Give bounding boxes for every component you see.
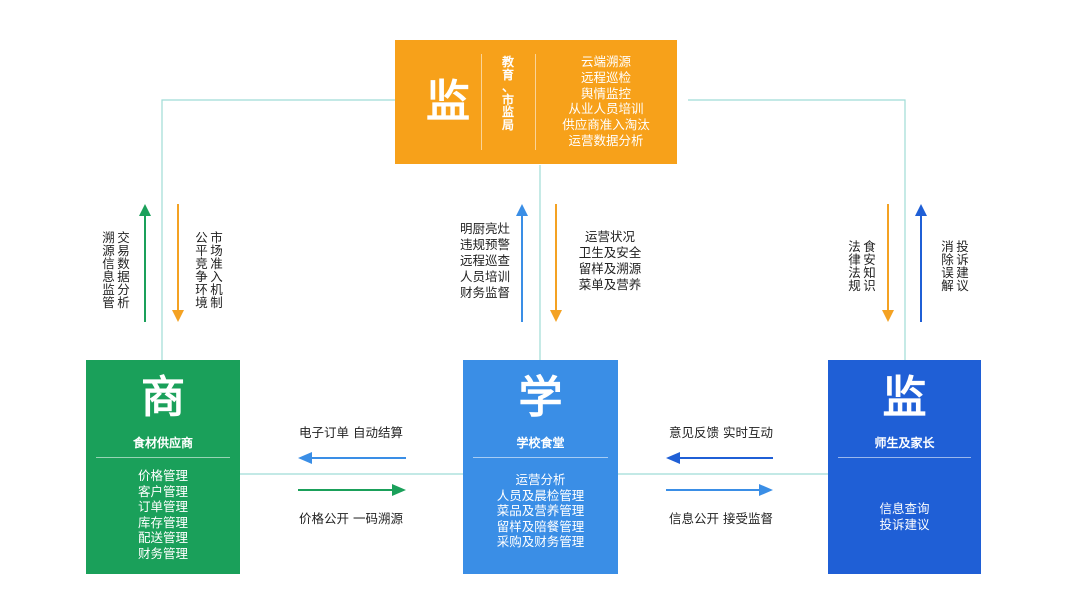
left-up-label-col2: 交易数据分析 [115, 231, 130, 309]
supplier-box-items: 价格管理 客户管理 订单管理 库存管理 配送管理 财务管理 [86, 468, 240, 562]
arrow-center-down [550, 204, 562, 322]
right-up-label-col2: 投诉建议 [954, 240, 969, 292]
center-up-label: 明厨亮灶 违规预警 远程巡查 人员培训 财务监督 [459, 221, 510, 300]
list-item: 留样及陪餐管理 [496, 518, 585, 534]
list-item: 订单管理 [137, 499, 188, 515]
center-down-label: 运营状况 卫生及安全 留样及溯源 菜单及营养 [578, 229, 642, 292]
supplier-canteen-top-label: 电子订单 自动结算 [299, 425, 403, 440]
parents-box-title: 师生及家长 [874, 436, 935, 450]
arrow-supplier-to-canteen [298, 484, 406, 496]
supplier-box-divider [96, 457, 230, 458]
top-box-items: 云端溯源 远程巡检 舆情监控 从业人员培训 供应商准入淘汰 运营数据分析 [543, 54, 669, 149]
list-item: 运营分析 [515, 472, 566, 487]
left-down-label-col2: 市场准入机制 [208, 231, 223, 309]
list-item: 投诉建议 [879, 516, 930, 532]
canteen-box: 学 学校食堂 运营分析 人员及晨检管理 菜品及营养管理 留样及陪餐管理 采购及财… [463, 360, 618, 574]
canteen-parents-bottom-label: 信息公开 接受监督 [669, 511, 773, 526]
top-box-divider-2 [535, 54, 536, 150]
list-item: 采购及财务管理 [496, 534, 585, 550]
list-item: 云端溯源 [580, 54, 631, 69]
arrow-canteen-to-parents [666, 484, 773, 496]
parents-box-divider [838, 457, 971, 458]
canteen-parents-top-label: 意见反馈 实时互动 [669, 425, 773, 440]
supplier-box: 商 食材供应商 价格管理 客户管理 订单管理 库存管理 配送管理 财务管理 [86, 360, 240, 574]
parents-box-items: 信息查询 投诉建议 [828, 501, 981, 532]
list-item: 远程巡检 [580, 69, 631, 85]
arrow-left-down [172, 204, 184, 322]
arrow-canteen-to-supplier [298, 452, 406, 464]
arrow-right-down [882, 204, 894, 322]
list-item: 舆情监控 [580, 85, 631, 101]
list-item: 从业人员培训 [568, 101, 644, 117]
list-item: 价格管理 [137, 468, 188, 483]
left-up-label-col1: 溯源信息监管 [100, 231, 115, 309]
left-down-label-col1: 公平竞争环境 [193, 231, 208, 309]
arrow-left-up [139, 204, 151, 322]
arrow-right-up [915, 204, 927, 322]
list-item: 信息查询 [879, 501, 930, 516]
canteen-box-items: 运营分析 人员及晨检管理 菜品及营养管理 留样及陪餐管理 采购及财务管理 [463, 472, 618, 550]
parents-box-char: 监 [882, 372, 927, 423]
right-up-label-col1: 消除误解 [939, 240, 954, 292]
supervision-top-box: 监 教 育 、 市 监 局 云端溯源 远程巡检 舆情监控 从业人员培训 供应商准… [395, 40, 677, 164]
arrow-parents-to-canteen [666, 452, 773, 464]
top-box-divider [481, 54, 482, 150]
list-item: 客户管理 [137, 483, 188, 499]
right-down-label-col1: 法律法规 [846, 240, 861, 292]
list-item: 运营数据分析 [568, 132, 644, 148]
list-item: 配送管理 [137, 530, 188, 546]
supplier-box-char: 商 [141, 372, 185, 423]
connector-top-right [688, 99, 906, 360]
arrow-center-up [516, 204, 528, 322]
canteen-box-title: 学校食堂 [516, 436, 565, 450]
list-item: 库存管理 [137, 514, 188, 530]
canteen-box-divider [473, 457, 608, 458]
supplier-box-title: 食材供应商 [132, 436, 193, 450]
list-item: 菜品及营养管理 [496, 503, 585, 519]
top-box-char: 监 [426, 76, 470, 127]
list-item: 供应商准入淘汰 [562, 117, 650, 133]
right-down-label-col2: 食安知识 [861, 240, 876, 292]
list-item: 财务管理 [137, 545, 188, 561]
list-item: 人员及晨检管理 [496, 487, 585, 503]
top-box-org-label: 教 育 、 市 监 局 [501, 55, 514, 132]
parents-box: 监 师生及家长 信息查询 投诉建议 [828, 360, 981, 574]
connector-top-left [161, 99, 395, 360]
canteen-box-char: 学 [518, 372, 563, 423]
supplier-canteen-bottom-label: 价格公开 一码溯源 [299, 511, 403, 526]
